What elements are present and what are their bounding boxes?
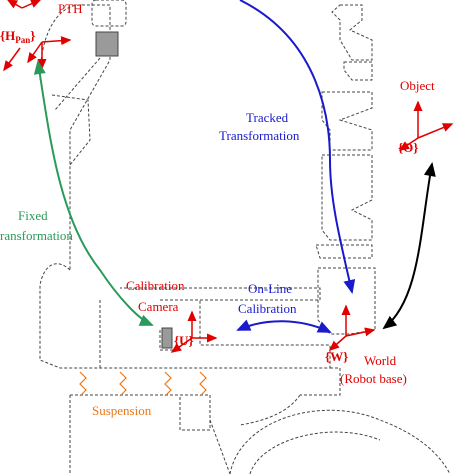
tracked-label-line1: Tracked [246,110,289,125]
world-label-line1: World [364,353,397,368]
frame-object [398,100,454,151]
fixed-transformation-arrow [33,60,154,326]
online-calibration-line1: On-Line [248,281,292,296]
frame-h-pan [3,36,72,72]
fixed-label-line2: ransformation [0,228,73,243]
pth-label: PTH [58,1,83,16]
h-pan-label: {HPan} [0,28,35,45]
calibration-camera-line1: Calibration [126,278,185,293]
object-label: Object [400,78,435,93]
frame-world-w [328,304,376,351]
w-frame-label: {W} [325,349,348,364]
h-pan-close: } [30,28,35,43]
h-pan-sub: Pan [15,35,30,45]
pth-camera-body [95,31,119,57]
world-label-line2: (Robot base) [340,371,407,386]
frame-pth-top [6,0,42,9]
u-frame-label: {U} [174,333,194,348]
object-relation-arrow [382,162,436,330]
o-frame-label: {O} [398,140,418,155]
calibration-camera-body [161,327,173,349]
tracked-label-line2: Transformation [219,128,300,143]
frame-camera-u [170,310,218,353]
suspension-springs [79,371,207,397]
suspension-label: Suspension [92,403,152,418]
tracked-transformation-arrow [239,0,356,294]
h-pan-main: {H [0,28,15,43]
online-calibration-arrow [236,319,332,333]
robot-arm [315,4,376,335]
calibration-camera-line2: Camera [138,299,179,314]
online-calibration-line2: Calibration [238,301,297,316]
fixed-label-line1: Fixed [18,208,48,223]
